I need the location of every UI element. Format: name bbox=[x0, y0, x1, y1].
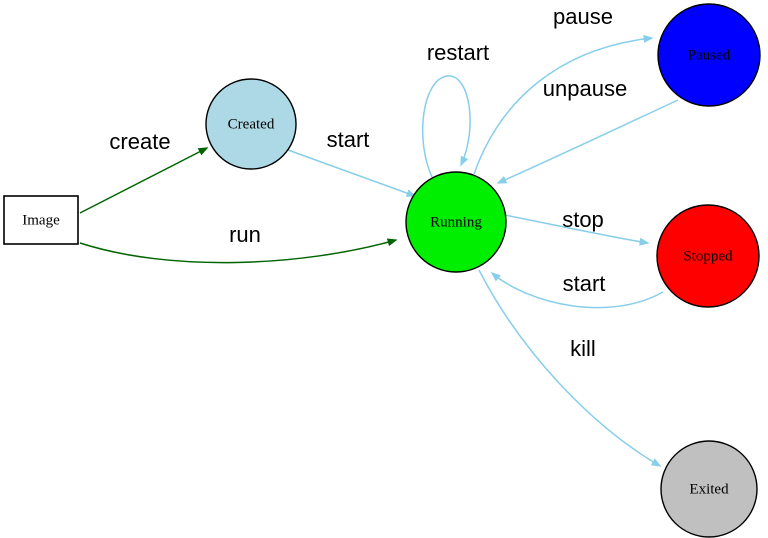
nodes-layer: Image Created Running Paused Stopped bbox=[3, 3, 761, 538]
node-stopped-shape bbox=[656, 204, 760, 308]
edge-start-created[interactable]: start bbox=[287, 127, 417, 197]
node-stopped[interactable]: Stopped bbox=[656, 204, 760, 308]
node-created-label: Created bbox=[228, 116, 275, 132]
edge-kill-path bbox=[478, 269, 662, 467]
edge-label-pause: pause bbox=[553, 4, 613, 29]
edge-pause-path bbox=[473, 34, 654, 175]
node-created-shape bbox=[205, 78, 297, 170]
node-paused-shape bbox=[657, 3, 761, 107]
edge-start-stopped-path bbox=[490, 271, 664, 309]
edge-stop-path bbox=[504, 214, 650, 246]
node-running-shape bbox=[405, 171, 507, 273]
edge-label-create: create bbox=[109, 129, 170, 154]
node-image-label: Image bbox=[22, 212, 60, 228]
node-image-shape bbox=[3, 195, 79, 245]
edge-label-start-stopped: start bbox=[563, 271, 606, 296]
node-exited-shape bbox=[660, 440, 758, 538]
edge-start-stopped[interactable]: start bbox=[490, 271, 664, 309]
edge-label-start-created: start bbox=[327, 127, 370, 152]
edges-layer: create run start restart pause bbox=[79, 4, 679, 467]
edge-label-kill: kill bbox=[570, 336, 596, 361]
node-stopped-label: Stopped bbox=[683, 248, 733, 264]
edge-run-path bbox=[79, 238, 398, 264]
node-paused-label: Paused bbox=[688, 47, 731, 63]
edge-label-run: run bbox=[229, 222, 261, 247]
edge-kill[interactable]: kill bbox=[478, 269, 662, 467]
node-running[interactable]: Running bbox=[405, 171, 507, 273]
edge-pause[interactable]: pause bbox=[473, 4, 654, 175]
edge-restart[interactable]: restart bbox=[422, 40, 489, 178]
edge-label-stop: stop bbox=[562, 207, 604, 232]
edge-unpause[interactable]: unpause bbox=[496, 76, 679, 184]
edge-label-unpause: unpause bbox=[543, 76, 627, 101]
edge-stop[interactable]: stop bbox=[504, 207, 650, 246]
node-exited-label: Exited bbox=[689, 481, 729, 497]
node-exited[interactable]: Exited bbox=[660, 440, 758, 538]
edge-unpause-path bbox=[496, 99, 679, 184]
edge-create-path bbox=[79, 147, 209, 214]
edge-label-restart: restart bbox=[427, 40, 489, 65]
node-image[interactable]: Image bbox=[3, 195, 79, 245]
edge-run[interactable]: run bbox=[79, 222, 398, 264]
edge-create[interactable]: create bbox=[79, 129, 209, 214]
node-paused[interactable]: Paused bbox=[657, 3, 761, 107]
node-created[interactable]: Created bbox=[205, 78, 297, 170]
node-running-label: Running bbox=[430, 214, 482, 230]
edge-start-created-path bbox=[287, 149, 417, 197]
edge-restart-path bbox=[422, 75, 471, 178]
